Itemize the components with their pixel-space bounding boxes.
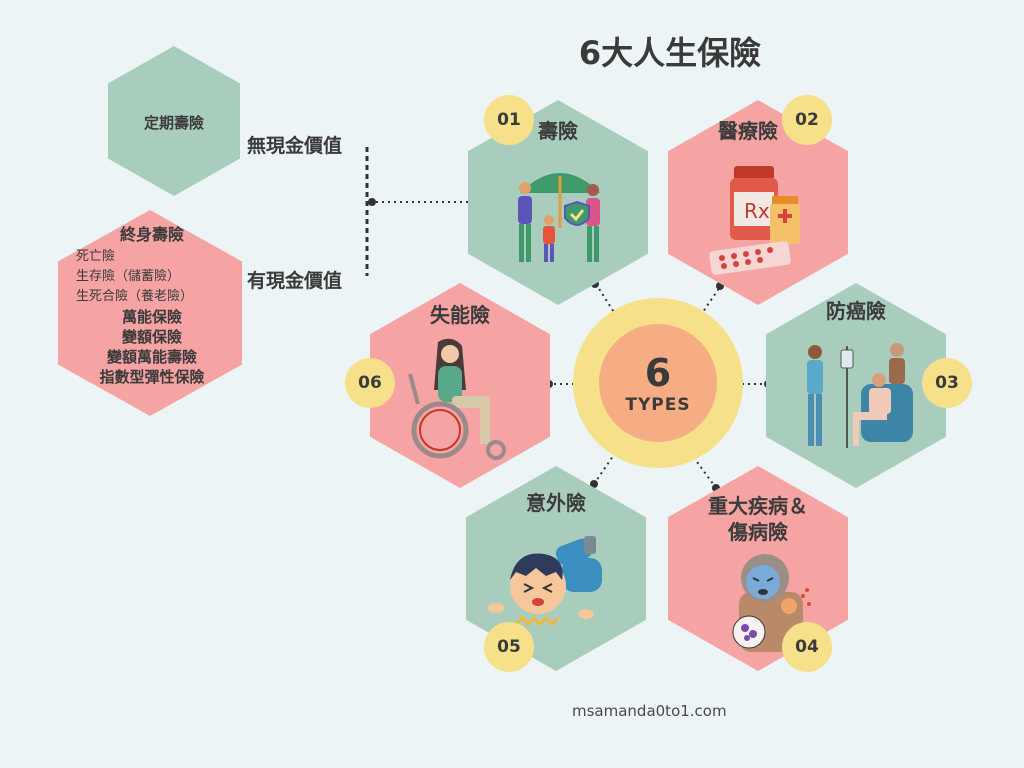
category-title-05: 意外險 — [526, 491, 586, 515]
category-badge-05: 05 — [484, 622, 534, 672]
falling-boy-icon — [488, 536, 602, 627]
list-item: 死亡險 — [76, 249, 116, 264]
category-badge-03: 03 — [922, 358, 972, 408]
has-cash-value-label: 有現金價值 — [247, 270, 343, 292]
term-life-name: 定期壽險 — [143, 114, 204, 132]
list-item: 生存險（儲蓄險） — [76, 269, 181, 284]
list-item: 生死合險（養老險） — [76, 289, 194, 304]
whole-life-name: 終身壽險 — [119, 225, 184, 244]
category-badge-02: 02 — [782, 95, 832, 145]
center-label: TYPES — [625, 395, 691, 415]
list-item: 萬能保險 — [121, 308, 182, 326]
list-item: 指數型彈性保險 — [99, 368, 205, 386]
category-title-06: 失能險 — [430, 303, 490, 327]
whole-life-content: 終身壽險 死亡險 生存險（儲蓄險） 生死合險（養老險） 萬能保險 變額保險 變額… — [76, 223, 228, 387]
category-title-03: 防癌險 — [826, 299, 886, 323]
site-credit: msamanda0to1.com — [572, 702, 727, 720]
wheelchair-icon — [408, 338, 506, 460]
svg-text:Rx: Rx — [744, 199, 770, 223]
category-badge-06: 06 — [345, 358, 395, 408]
chemo-patient-icon — [807, 343, 913, 448]
no-cash-value-label: 無現金價值 — [247, 135, 343, 157]
page-title: 6大人生保險 — [578, 34, 762, 72]
center-number: 6 — [644, 351, 672, 395]
medicine-pills-icon: Rx — [709, 166, 800, 275]
category-title-01: 壽險 — [538, 119, 578, 143]
category-title-04: 重大疾病＆ 傷病險 — [668, 493, 848, 545]
category-title-04-line2: 傷病險 — [728, 520, 788, 544]
center-inner-circle: 6 TYPES — [599, 324, 717, 442]
category-title-04-line1: 重大疾病＆ — [708, 494, 808, 518]
term-life-hex — [108, 46, 240, 196]
umbrella-family-icon — [518, 173, 600, 262]
list-item: 變額保險 — [121, 328, 182, 346]
category-badge-01: 01 — [484, 95, 534, 145]
list-item: 變額萬能壽險 — [106, 348, 197, 366]
category-title-02: 醫療險 — [718, 119, 778, 143]
category-badge-04: 04 — [782, 622, 832, 672]
